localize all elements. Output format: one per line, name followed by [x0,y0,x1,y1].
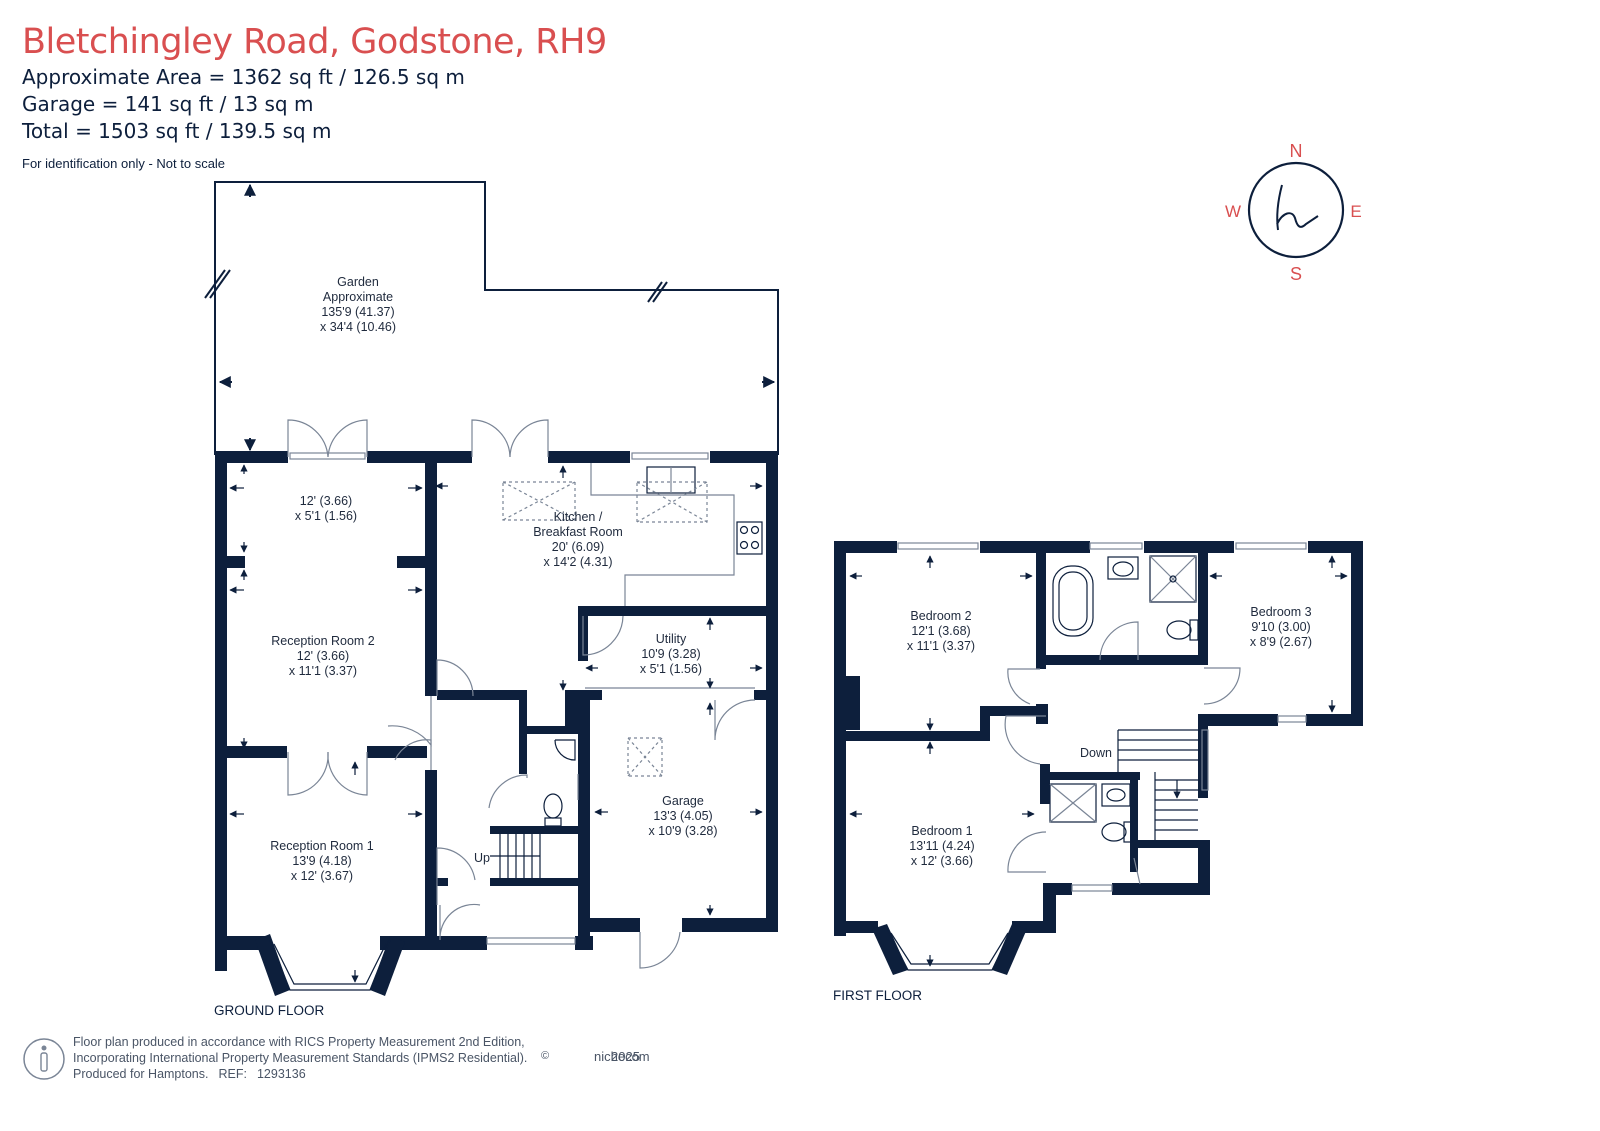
ground-floor-walls [215,451,778,996]
garden-length: 135'9 (41.37) [321,305,394,319]
footer-produced-for: Produced for Hamptons. [73,1067,209,1081]
bedroom3-width: x 8'9 (2.67) [1250,635,1312,649]
footer-ref-label: REF: [218,1067,247,1081]
ground-floor-dim-arrows [229,464,763,983]
garage-length: 13'3 (4.05) [653,809,712,823]
footer-line-2: Incorporating International Property Mea… [73,1051,528,1065]
garden-approx: Approximate [323,290,393,304]
brand-year: 2025 [611,1049,640,1064]
property-title: Bletchingley Road, Godstone, RH9 [22,22,607,62]
total-area: Total = 1503 sq ft / 139.5 sq m [22,119,332,143]
garage-area: Garage = 141 sq ft / 13 sq m [22,92,314,116]
garage-width: x 10'9 (3.28) [648,824,717,838]
ground-floor-fixtures [269,419,763,991]
reception2-length: 12' (3.66) [297,649,349,663]
utility-width: x 5'1 (1.56) [640,662,702,676]
disclaimer: For identification only - Not to scale [22,156,226,171]
garden-width: x 34'4 (10.46) [320,320,396,334]
reception2-label: Reception Room 2 [271,634,375,648]
h-monogram-icon [1276,184,1319,231]
reception1-length: 13'9 (4.18) [292,854,351,868]
sunroom-length: 12' (3.66) [300,494,352,508]
reception1-label: Reception Room 1 [270,839,374,853]
sunroom-width: x 5'1 (1.56) [295,509,357,523]
reception2-width: x 11'1 (3.37) [289,664,357,678]
footer-line-3: Produced for Hamptons. REF: 1293136 [73,1066,527,1082]
garage-label: Garage [662,794,704,808]
bedroom1-width: x 12' (3.66) [911,854,973,868]
compass-n: N [1290,141,1303,161]
utility-label: Utility [656,632,687,646]
bedroom2-width: x 11'1 (3.37) [907,639,975,653]
kitchen-label-1: Kitchen / [554,510,603,524]
kitchen-label-2: Breakfast Room [533,525,623,539]
ground-floor-label: GROUND FLOOR [214,1003,325,1018]
bedroom3-length: 9'10 (3.00) [1251,620,1310,634]
first-floor-label: FIRST FLOOR [833,988,922,1003]
first-floor-walls [834,541,1363,975]
compass-ring [1247,161,1345,259]
footer-line-1: Floor plan produced in accordance with R… [73,1035,525,1049]
bedroom1-label: Bedroom 1 [911,824,972,838]
bedroom2-label: Bedroom 2 [910,609,971,623]
compass-s: S [1290,264,1302,284]
garden-outline [204,181,779,455]
compass: N E S W [1225,141,1362,284]
compass-e: E [1350,202,1361,221]
info-icon [23,1038,65,1080]
kitchen-length: 20' (6.09) [552,540,604,554]
reception1-width: x 12' (3.67) [291,869,353,883]
first-floor-fixtures [886,542,1307,971]
first-floor-dim-arrows [849,555,1348,967]
brand-logo: nichecom 2025 [594,1049,650,1064]
kitchen-width: x 14'2 (4.31) [543,555,612,569]
approximate-area: Approximate Area = 1362 sq ft / 126.5 sq… [22,65,465,89]
garden-label: Garden [337,275,379,289]
stairs-down-label: Down [1080,746,1112,760]
footer-notes: Floor plan produced in accordance with R… [73,1034,527,1082]
bedroom2-length: 12'1 (3.68) [911,624,970,638]
brand-name: nichecom [594,1049,650,1064]
bedroom3-label: Bedroom 3 [1250,605,1311,619]
compass-w: W [1225,202,1241,221]
utility-length: 10'9 (3.28) [641,647,700,661]
stairs-up-label: Up [474,851,490,865]
bedroom1-length: 13'11 (4.24) [909,839,974,853]
footer-ref-value: 1293136 [256,1067,306,1081]
copyright-symbol: © [541,1050,550,1062]
